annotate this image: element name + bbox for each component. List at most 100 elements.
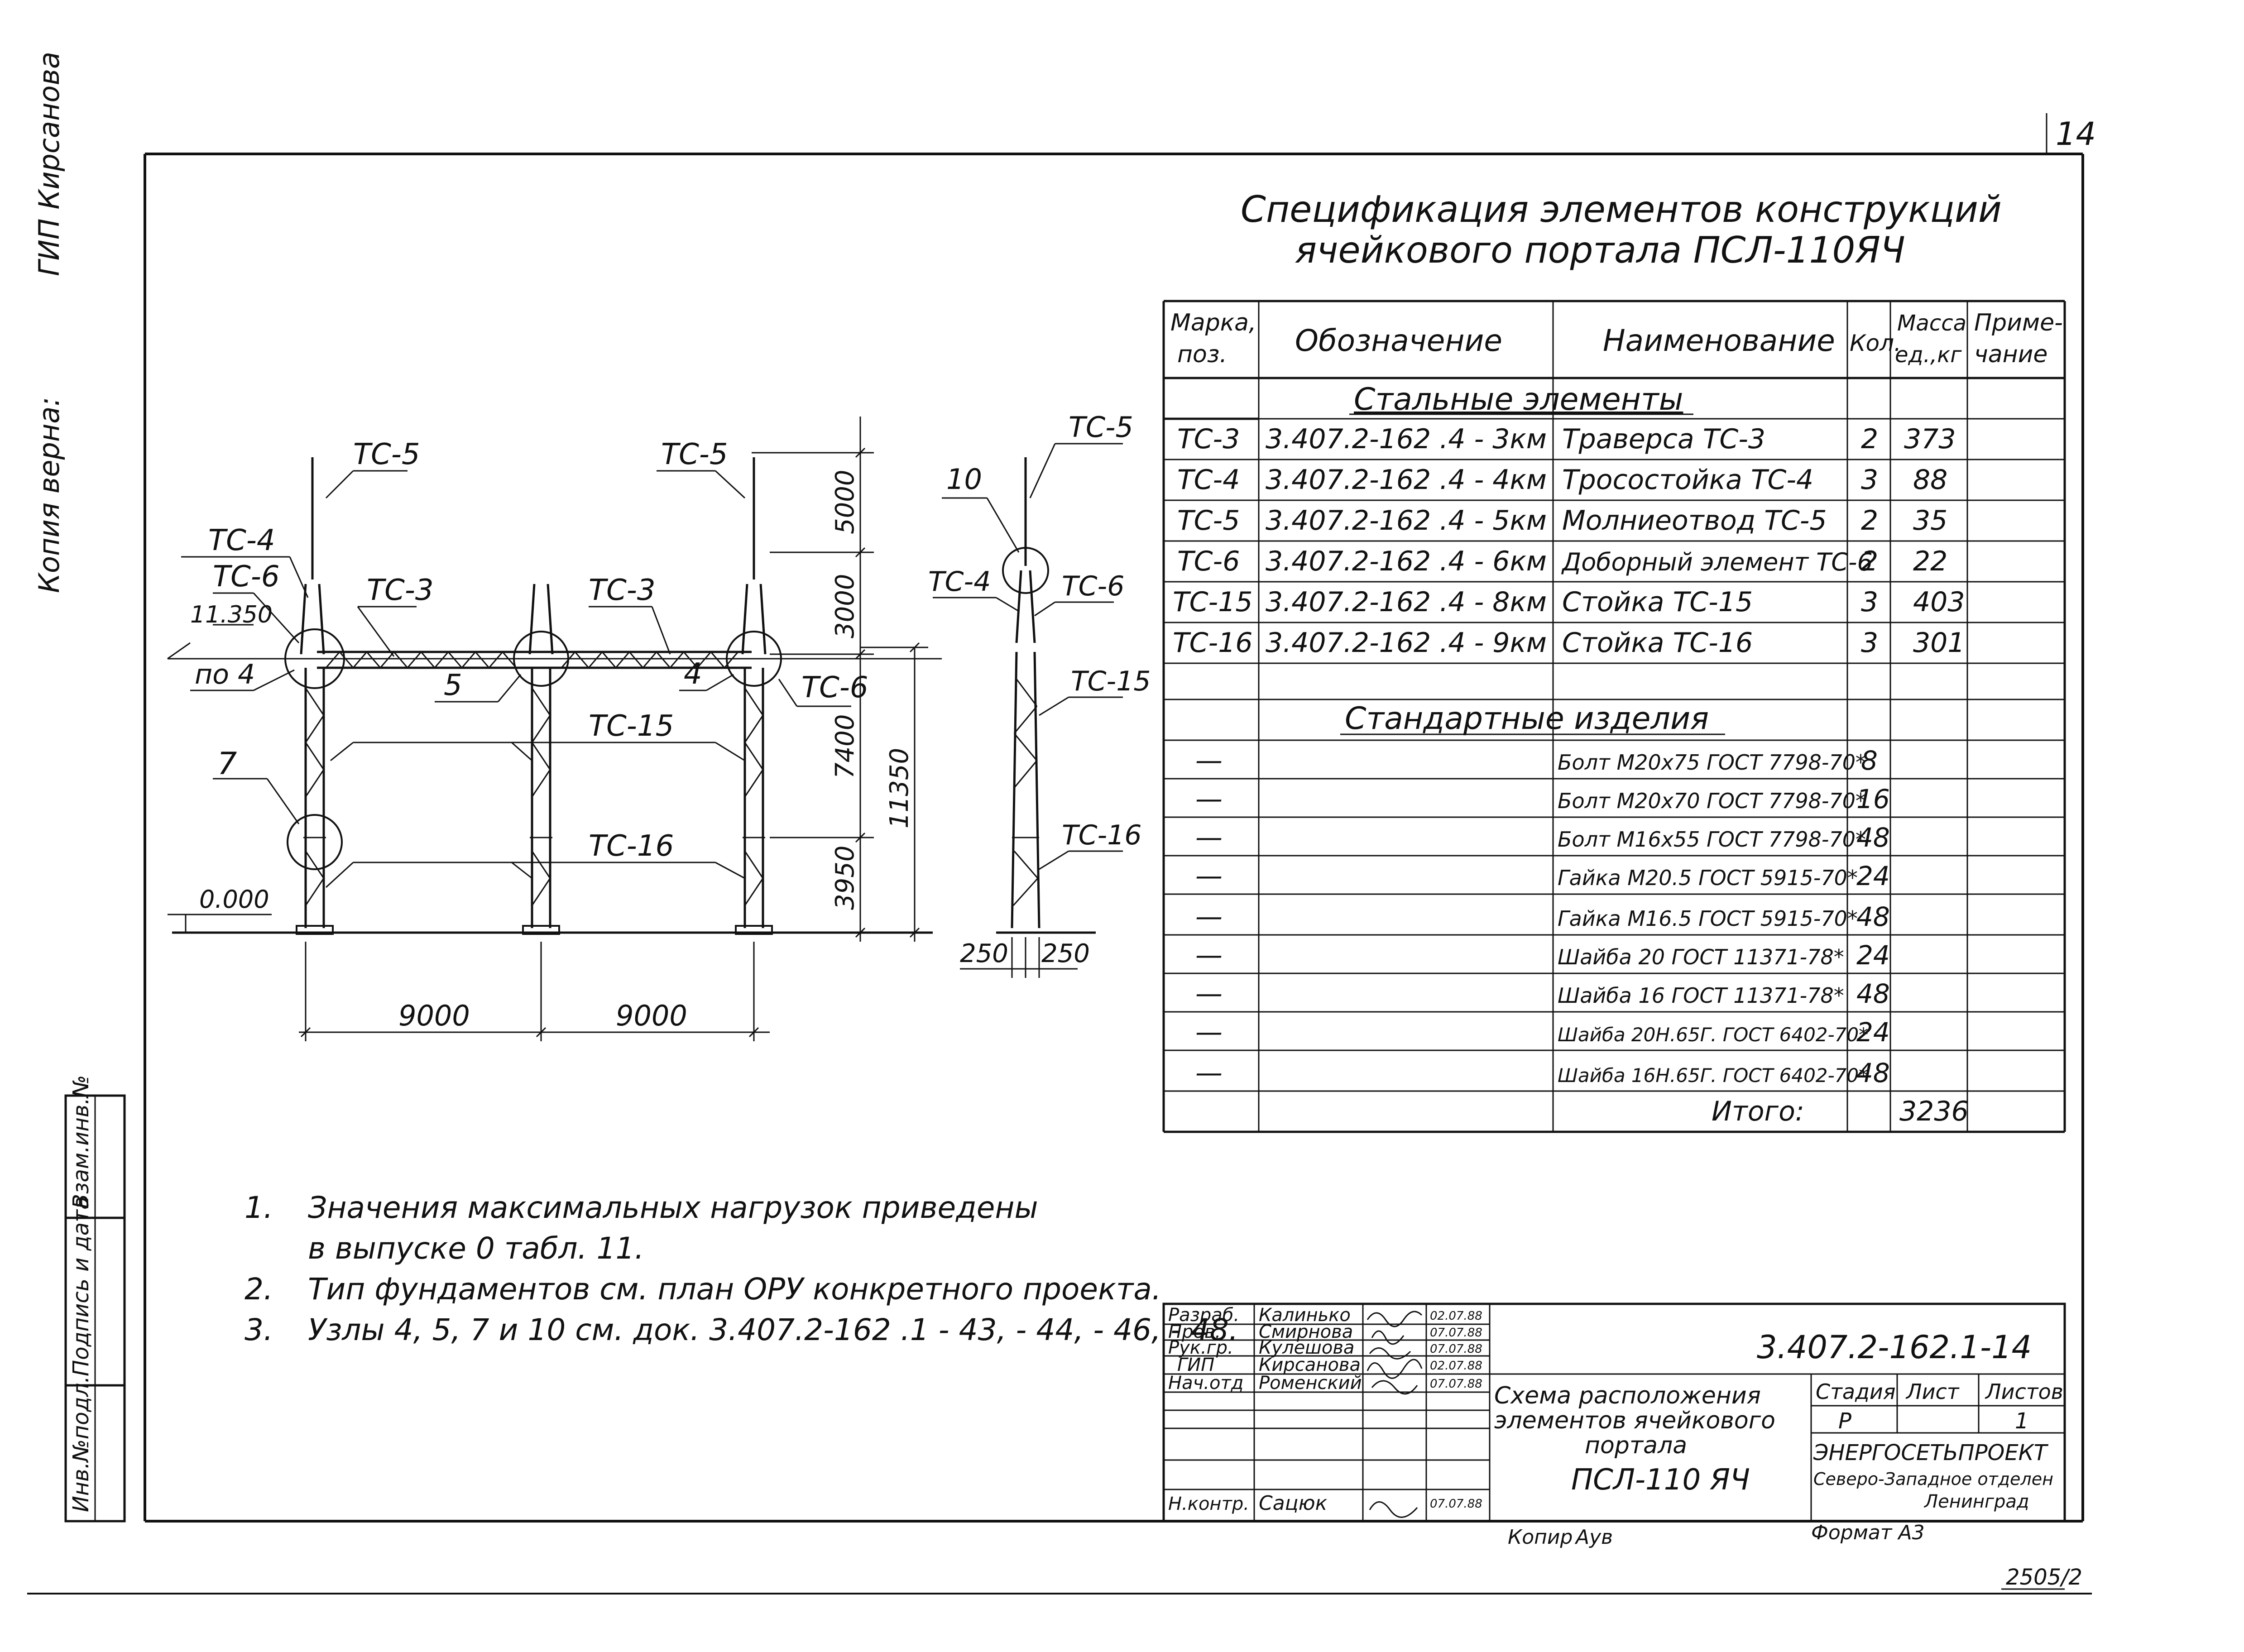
standard-row-name: Гайка М16.5 ГОСТ 5915-70*	[1558, 906, 1858, 931]
signature-mark	[1371, 1330, 1405, 1345]
total-value: 3236	[1899, 1096, 1969, 1127]
signature-role: Пров.	[1168, 1322, 1221, 1342]
stage-value: Р	[1838, 1408, 1851, 1434]
signature-name: Смирнова	[1259, 1322, 1353, 1342]
steel-row-designation: 3.407.2-162 .4 - 4км	[1266, 464, 1547, 496]
standard-row: — Шайба 20 ГОСТ 11371-78* 24	[1195, 939, 1890, 971]
steel-row-mass: 35	[1913, 505, 1947, 536]
signature-row: Н.контр. Сацюк 07.07.88	[1168, 1492, 1482, 1518]
steel-row-mass: 88	[1913, 464, 1947, 496]
strip-inv-podl: Инв.№подл.	[68, 1376, 94, 1512]
header-mark-line2: поз.	[1177, 341, 1227, 368]
spec-title-line2: ячейкового портала ПСЛ-110ЯЧ	[1295, 229, 1905, 271]
steel-row-mark: ТС-5	[1177, 505, 1240, 536]
signature-mark	[1367, 1359, 1423, 1379]
signature-role: Н.контр.	[1168, 1494, 1249, 1514]
header-note-line2: чание	[1974, 341, 2047, 368]
dim-9000-left: 9000	[398, 999, 470, 1032]
dim-11350: 11350	[885, 748, 914, 828]
label-node4: 4	[684, 657, 702, 691]
standard-row-qty: 16	[1856, 784, 1890, 814]
signature-role: Разраб.	[1168, 1305, 1239, 1326]
side-label-tc15: ТС-15	[1071, 666, 1151, 697]
signature-row: Нач.отд Роменский 07.07.88	[1168, 1373, 1482, 1395]
steel-row-mark: ТС-6	[1177, 546, 1240, 577]
steel-row: ТС-15 3.407.2-162 .4 - 8км Стойка ТС-15 …	[1173, 586, 1965, 618]
signature-role: ГИП	[1177, 1355, 1214, 1375]
left-margin-strip: Инв.№подл. Подпись и дата Взам.инв.№	[64, 1075, 126, 1523]
archive-number: 2505/2	[2006, 1565, 2082, 1590]
steel-row-name: Тросостойка ТС-4	[1562, 464, 1813, 496]
standard-row-mark: —	[1195, 1016, 1223, 1048]
standard-row-name: Шайба 20Н.65Г. ГОСТ 6402-70*	[1558, 1024, 1868, 1046]
standard-row-qty: 24	[1856, 1017, 1890, 1048]
signature-mark	[1371, 1380, 1418, 1395]
dim-9000-right: 9000	[616, 999, 687, 1032]
standard-row-mark: —	[1195, 978, 1223, 1010]
note-text-cont: в выпуске 0 табл. 11.	[308, 1231, 644, 1266]
side-label-tc16: ТС-16	[1062, 819, 1142, 851]
sheets-label: Листов	[1985, 1379, 2063, 1404]
steel-row: ТС-6 3.407.2-162 .4 - 6км Доборный элеме…	[1177, 546, 1947, 577]
steel-row-name: Молниеотвод ТС-5	[1562, 505, 1827, 536]
steel-row-name: Стойка ТС-15	[1562, 586, 1753, 618]
copy-label: Копир	[1508, 1526, 1573, 1549]
standard-row-mark: —	[1195, 783, 1223, 815]
stage-label: Стадия	[1816, 1379, 1895, 1404]
header-mass-line1: Масса	[1897, 311, 1966, 336]
header-designation: Обозначение	[1295, 323, 1502, 358]
standard-row-mark: —	[1195, 860, 1223, 892]
strip-vzam-inv: Взам.инв.№	[68, 1075, 94, 1209]
label-node7: 7	[217, 746, 237, 782]
note-text: Значения максимальных нагрузок приведены	[308, 1190, 1038, 1225]
side-elevation-drawing: ТС-5 10 ТС-4 ТС-6 ТС-15 ТС-16 250 250	[928, 411, 1151, 978]
note-number: 3.	[245, 1312, 273, 1347]
signature-date: 02.07.88	[1430, 1309, 1482, 1323]
standard-row-name: Шайба 16 ГОСТ 11371-78*	[1558, 983, 1844, 1008]
header-mark-line1: Марка,	[1170, 309, 1256, 336]
steel-row-name: Траверса ТС-3	[1562, 423, 1765, 455]
steel-row-qty: 2	[1861, 546, 1878, 577]
signature-row: ГИП Кирсанова 02.07.88	[1177, 1355, 1482, 1379]
side-label-tc4: ТС-4	[928, 566, 991, 598]
gip-side-label: ГИП Кирсанова	[33, 52, 66, 276]
standard-row-name: Гайка М20.5 ГОСТ 5915-70*	[1558, 866, 1858, 890]
total-label: Итого:	[1712, 1096, 1804, 1127]
side-copy-stamp: Копия верна: ГИП Кирсанова	[33, 52, 66, 593]
copy-verified-label: Копия верна:	[33, 397, 66, 593]
signature-mark	[1369, 1347, 1411, 1360]
standard-row-mark: —	[1195, 822, 1223, 853]
steel-row-mark: ТС-15	[1173, 586, 1253, 618]
steel-row-mass: 22	[1913, 546, 1947, 577]
sheet-number: 14	[2056, 115, 2096, 153]
signature-row: Пров. Смирнова 07.07.88	[1168, 1322, 1482, 1345]
header-mass-line2: ед.,кг	[1895, 342, 1962, 368]
standard-row-qty: 8	[1861, 745, 1878, 776]
label-tc6: ТС-6	[213, 560, 280, 594]
side-dim-250-left: 250	[960, 939, 1008, 968]
steel-row-name: Стойка ТС-16	[1562, 627, 1753, 659]
label-tc15: ТС-15	[589, 709, 674, 743]
standard-row-name: Болт М16х55 ГОСТ 7798-70*	[1558, 827, 1866, 852]
signature-date: 07.07.88	[1430, 1326, 1482, 1340]
steel-row-mass: 373	[1904, 423, 1956, 455]
standard-row-mark: —	[1195, 1057, 1223, 1089]
standard-row-name: Шайба 16Н.65Г. ГОСТ 6402-70*	[1558, 1064, 1868, 1087]
signature-date: 07.07.88	[1430, 1342, 1482, 1356]
label-tc6-right: ТС-6	[801, 671, 868, 704]
signature-name: Роменский	[1259, 1373, 1362, 1393]
signature-name: Сацюк	[1259, 1492, 1328, 1515]
steel-row-qty: 3	[1861, 464, 1878, 496]
standard-row-mark: —	[1195, 901, 1223, 933]
dim-3950: 3950	[830, 845, 860, 910]
standard-row-qty: 48	[1856, 901, 1890, 932]
signature-name: Калинько	[1259, 1305, 1351, 1326]
standard-row: — Гайка М20.5 ГОСТ 5915-70* 24	[1195, 860, 1890, 892]
standard-row: — Болт М20х70 ГОСТ 7798-70* 16	[1195, 783, 1890, 815]
steel-row-mark: ТС-3	[1177, 423, 1240, 455]
steel-row-designation: 3.407.2-162 .4 - 3км	[1266, 423, 1547, 455]
steel-row: ТС-16 3.407.2-162 .4 - 9км Стойка ТС-16 …	[1173, 627, 1965, 659]
drawing-title-line2: элементов ячейкового	[1494, 1407, 1775, 1434]
standard-row-mark: —	[1195, 745, 1223, 776]
standard-row-qty: 48	[1856, 1058, 1890, 1088]
